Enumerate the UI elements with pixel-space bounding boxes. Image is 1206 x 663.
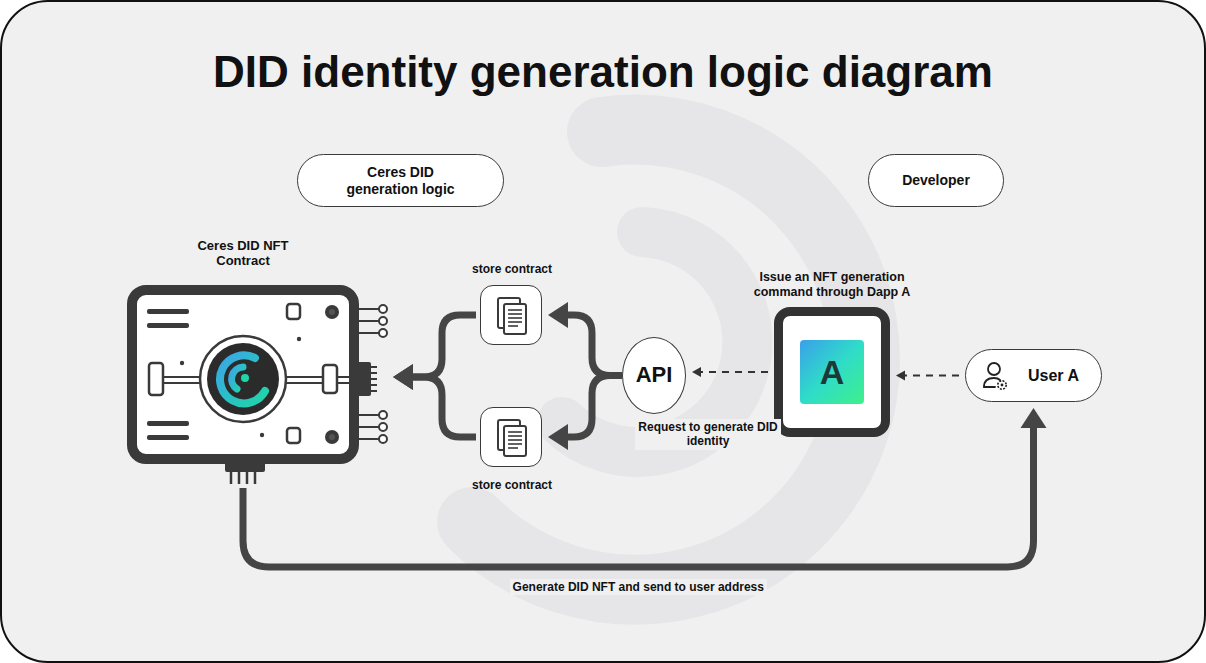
- arrow-head: [393, 364, 413, 390]
- diagram-title: DID identity generation logic diagram: [2, 46, 1204, 99]
- contract-heading: Ceres DID NFT Contract: [189, 238, 297, 269]
- dapp-heading: Issue an NFT generation command through …: [743, 270, 921, 300]
- document-icon: [481, 286, 543, 346]
- doc-node: store contract: [480, 285, 542, 345]
- dapp-icon: A: [800, 340, 864, 404]
- node-label: User A: [1028, 366, 1079, 385]
- arrow-head: [1021, 408, 1047, 428]
- dapp-node: AIssue an NFT generation command through…: [774, 307, 890, 437]
- arrow-head: [548, 424, 568, 450]
- connector: [692, 367, 768, 377]
- dapp-letter: A: [820, 352, 845, 393]
- store-label: store contract: [441, 262, 583, 276]
- node-label: Ceres DID generation logic: [336, 164, 466, 198]
- doc-node: store contract: [480, 407, 542, 467]
- connector: [896, 371, 959, 381]
- arrow-head: [548, 302, 568, 328]
- document-icon: [481, 408, 543, 468]
- pill-node: Developer: [868, 154, 1004, 207]
- api-node: API: [622, 337, 686, 414]
- api-label: API: [636, 362, 673, 388]
- arrow-head: [692, 367, 701, 377]
- edge-label: Generate DID NFT and send to user addres…: [510, 579, 767, 595]
- contract-node: Ceres DID NFT Contract: [127, 285, 389, 490]
- edge-label: Request to generate DID identity: [635, 419, 781, 450]
- store-label: store contract: [441, 478, 583, 492]
- pill-node: Ceres DID generation logic: [297, 154, 504, 207]
- user-node: User A: [965, 349, 1102, 402]
- user-icon: [974, 350, 1014, 403]
- contract-illustration: [127, 285, 389, 490]
- connector: [548, 302, 622, 376]
- node-label: Developer: [902, 172, 970, 189]
- connector: [243, 408, 1047, 567]
- arrow-head: [393, 364, 413, 390]
- connector: [393, 364, 476, 437]
- connector: [548, 376, 622, 451]
- arrow-head: [896, 371, 905, 381]
